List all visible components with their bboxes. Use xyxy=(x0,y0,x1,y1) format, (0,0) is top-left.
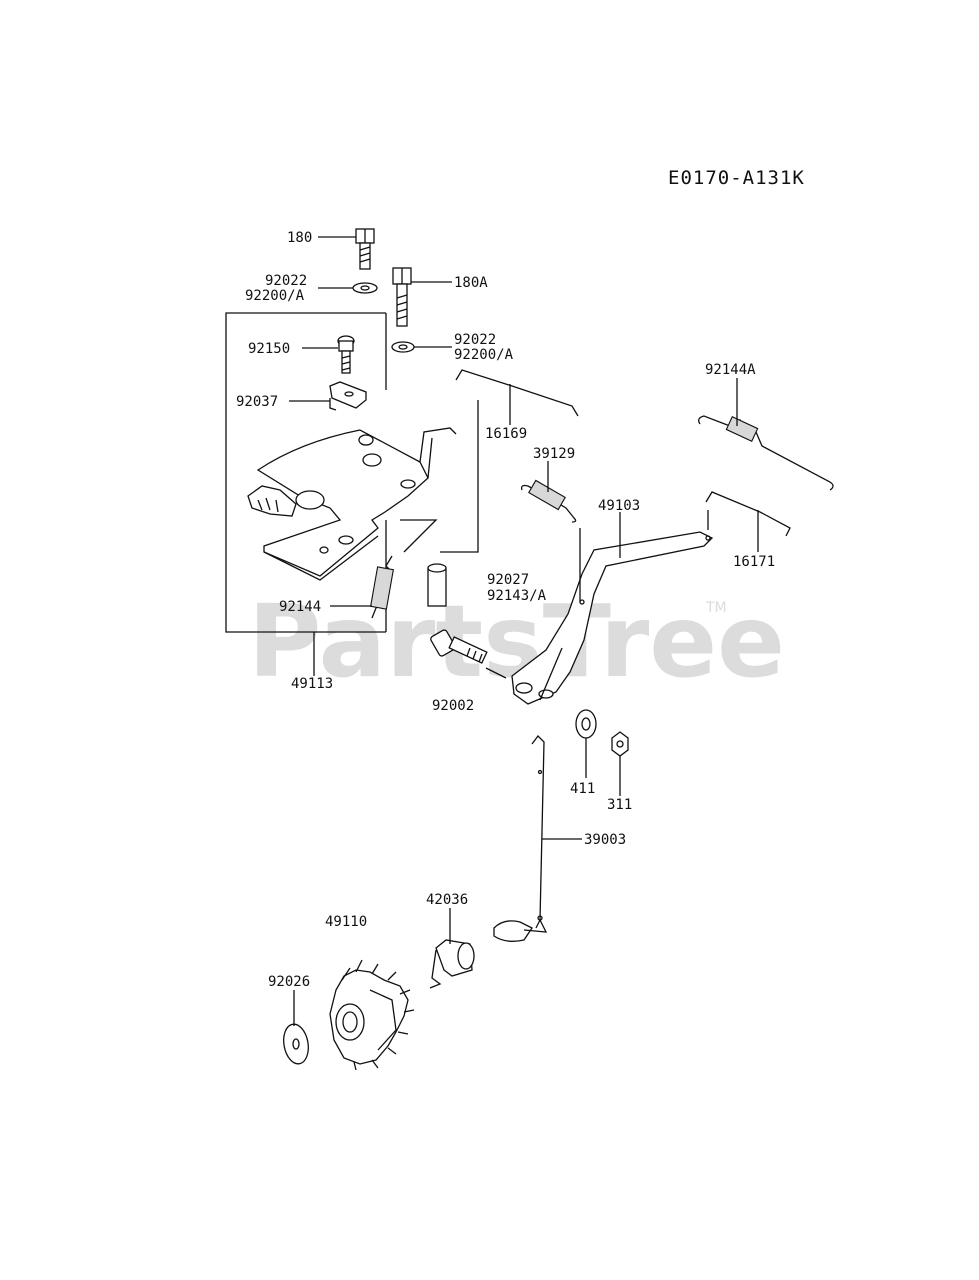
bolt-92002-part[interactable] xyxy=(430,629,488,664)
washer-92022-top-part[interactable] xyxy=(352,282,378,294)
part-label-92002[interactable]: 92002 xyxy=(432,698,474,714)
part-label-92027[interactable]: 92027 xyxy=(487,572,529,588)
bracket-plate-part[interactable] xyxy=(247,427,457,581)
spring-92144-part[interactable] xyxy=(370,555,394,619)
part-label-16169[interactable]: 16169 xyxy=(485,426,527,442)
part-label-92144a[interactable]: 92144A xyxy=(705,362,756,378)
washer-92026-part[interactable] xyxy=(281,1022,312,1066)
assembly-49113-outline xyxy=(225,312,386,633)
part-label-39003[interactable]: 39003 xyxy=(584,832,626,848)
diagram-code: E0170-A131K xyxy=(668,167,805,189)
spring-92144a-part[interactable] xyxy=(698,415,834,491)
bolt-92150-part[interactable] xyxy=(337,335,355,374)
part-label-311[interactable]: 311 xyxy=(607,797,632,813)
spacer-part[interactable] xyxy=(427,563,447,607)
cable-16171-part[interactable] xyxy=(705,491,791,537)
part-label-92022-mid[interactable]: 92022 xyxy=(454,332,496,348)
spring-39129-part[interactable] xyxy=(520,479,577,523)
part-label-16171[interactable]: 16171 xyxy=(733,554,775,570)
part-label-92143a[interactable]: 92143/A xyxy=(487,588,547,604)
part-label-92144[interactable]: 92144 xyxy=(279,599,321,615)
part-label-49103[interactable]: 49103 xyxy=(598,498,640,514)
part-label-39129[interactable]: 39129 xyxy=(533,446,575,462)
gear-49110-part[interactable] xyxy=(329,959,415,1071)
shaft-42036-part[interactable] xyxy=(429,939,475,989)
part-label-411[interactable]: 411 xyxy=(570,781,595,797)
part-label-92037[interactable]: 92037 xyxy=(236,394,278,410)
part-label-49113[interactable]: 49113 xyxy=(291,676,333,692)
part-label-92026[interactable]: 92026 xyxy=(268,974,310,990)
part-label-92200a-top[interactable]: 92200/A xyxy=(245,288,305,304)
lever-49103-part[interactable] xyxy=(511,531,714,705)
washer-411-part[interactable] xyxy=(575,709,597,739)
bolt-180a-part[interactable] xyxy=(392,267,412,327)
part-label-180a[interactable]: 180A xyxy=(454,275,488,291)
rod-39003-part[interactable] xyxy=(493,735,548,942)
cable-16169-part[interactable] xyxy=(455,369,579,417)
part-label-49110[interactable]: 49110 xyxy=(325,914,367,930)
part-label-92200a-mid[interactable]: 92200/A xyxy=(454,347,514,363)
part-label-42036[interactable]: 42036 xyxy=(426,892,468,908)
part-label-180[interactable]: 180 xyxy=(287,230,312,246)
part-label-92022-top[interactable]: 92022 xyxy=(265,273,307,289)
nut-311-part[interactable] xyxy=(611,731,629,757)
bolt-180-part[interactable] xyxy=(355,228,375,270)
watermark-trademark: TM xyxy=(705,600,727,616)
washer-92022-mid-part[interactable] xyxy=(391,341,415,353)
clamp-92037-part[interactable] xyxy=(329,381,367,411)
part-label-92150[interactable]: 92150 xyxy=(248,341,290,357)
